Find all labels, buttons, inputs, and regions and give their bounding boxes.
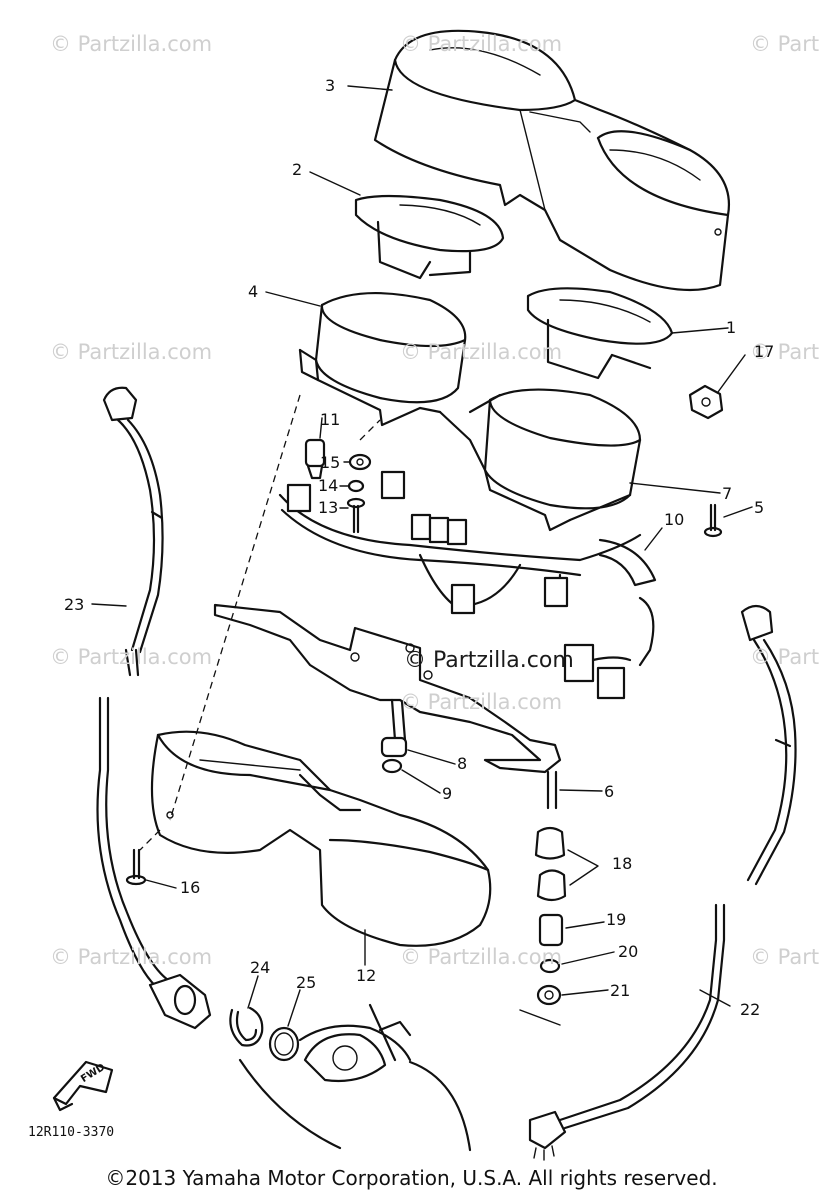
watermark: © Partzilla.com [50,645,213,669]
watermark: © Part [750,340,820,364]
callout-20: 20 [618,942,639,961]
bracket-part-6 [213,603,562,810]
callout-22: 22 [740,1000,761,1019]
callout-3: 3 [325,76,336,95]
cable-part-23 [102,386,164,677]
assembly-guides [139,394,381,851]
copyright-notice: ©2013 Yamaha Motor Corporation, U.S.A. A… [105,1166,718,1190]
watermark: © Partzilla.com [400,945,563,969]
callout-19: 19 [606,910,627,929]
callout-18: 18 [612,854,633,873]
callout-8: 8 [457,754,468,773]
damper-stack-parts-18-21 [534,826,567,1006]
callout-12: 12 [356,966,377,985]
callout-11: 11 [320,410,341,429]
meter-lower-case-part-12 [150,730,492,947]
callout-24: 24 [250,958,271,977]
meter-panel-part-2 [354,194,505,280]
watermark: © Part [750,32,820,56]
grommet-parts-8-9 [380,736,408,774]
watermark: © Part [750,645,820,669]
callout-17: 17 [754,342,775,361]
callout-4: 4 [248,282,259,301]
fwd-arrow-icon [52,1060,114,1112]
wire-harness-part-10 [278,470,657,700]
callout-25: 25 [296,973,317,992]
callout-13: 13 [318,498,339,517]
callout-16: 16 [180,878,201,897]
callout-9: 9 [442,784,453,803]
watermark: © Partzilla.com [400,340,563,364]
clamp-part-24 [229,1006,264,1047]
callout-21: 21 [610,981,631,1000]
screw-part-5 [703,503,723,538]
frame-fragment [238,1003,472,1152]
watermark: © Partzilla.com [400,32,563,56]
callout-23: 23 [64,595,85,614]
callout-2: 2 [292,160,303,179]
washer-screw-parts-13-15 [346,453,372,534]
screw-part-16 [125,848,147,886]
watermark: © Partzilla.com [50,945,213,969]
callout-14: 14 [318,476,339,495]
callout-6: 6 [604,782,615,801]
callout-5: 5 [754,498,765,517]
ring-part-25 [268,1026,300,1062]
meter-case-part-3 [373,29,730,292]
watermark: © Partzilla.com [400,690,563,714]
callout-7: 7 [722,484,733,503]
cable-part-22 [528,604,797,1161]
center-watermark: © Partzilla.com [404,648,574,673]
tachometer-part-7 [438,388,642,532]
cable-lower-left [96,696,212,1030]
callout-10: 10 [664,510,685,529]
speedometer-part-4 [298,291,467,427]
bulb-part-11 [304,438,326,480]
watermark: © Partzilla.com [50,32,213,56]
meter-panel-part-1 [526,287,674,380]
nut-part-17 [688,384,724,420]
watermark: © Part [750,945,820,969]
callout-15: 15 [320,453,341,472]
reference-code: 12R110-3370 [28,1125,115,1140]
watermark: © Partzilla.com [50,340,213,364]
callout-1: 1 [726,318,737,337]
leader-lines [91,85,753,1027]
